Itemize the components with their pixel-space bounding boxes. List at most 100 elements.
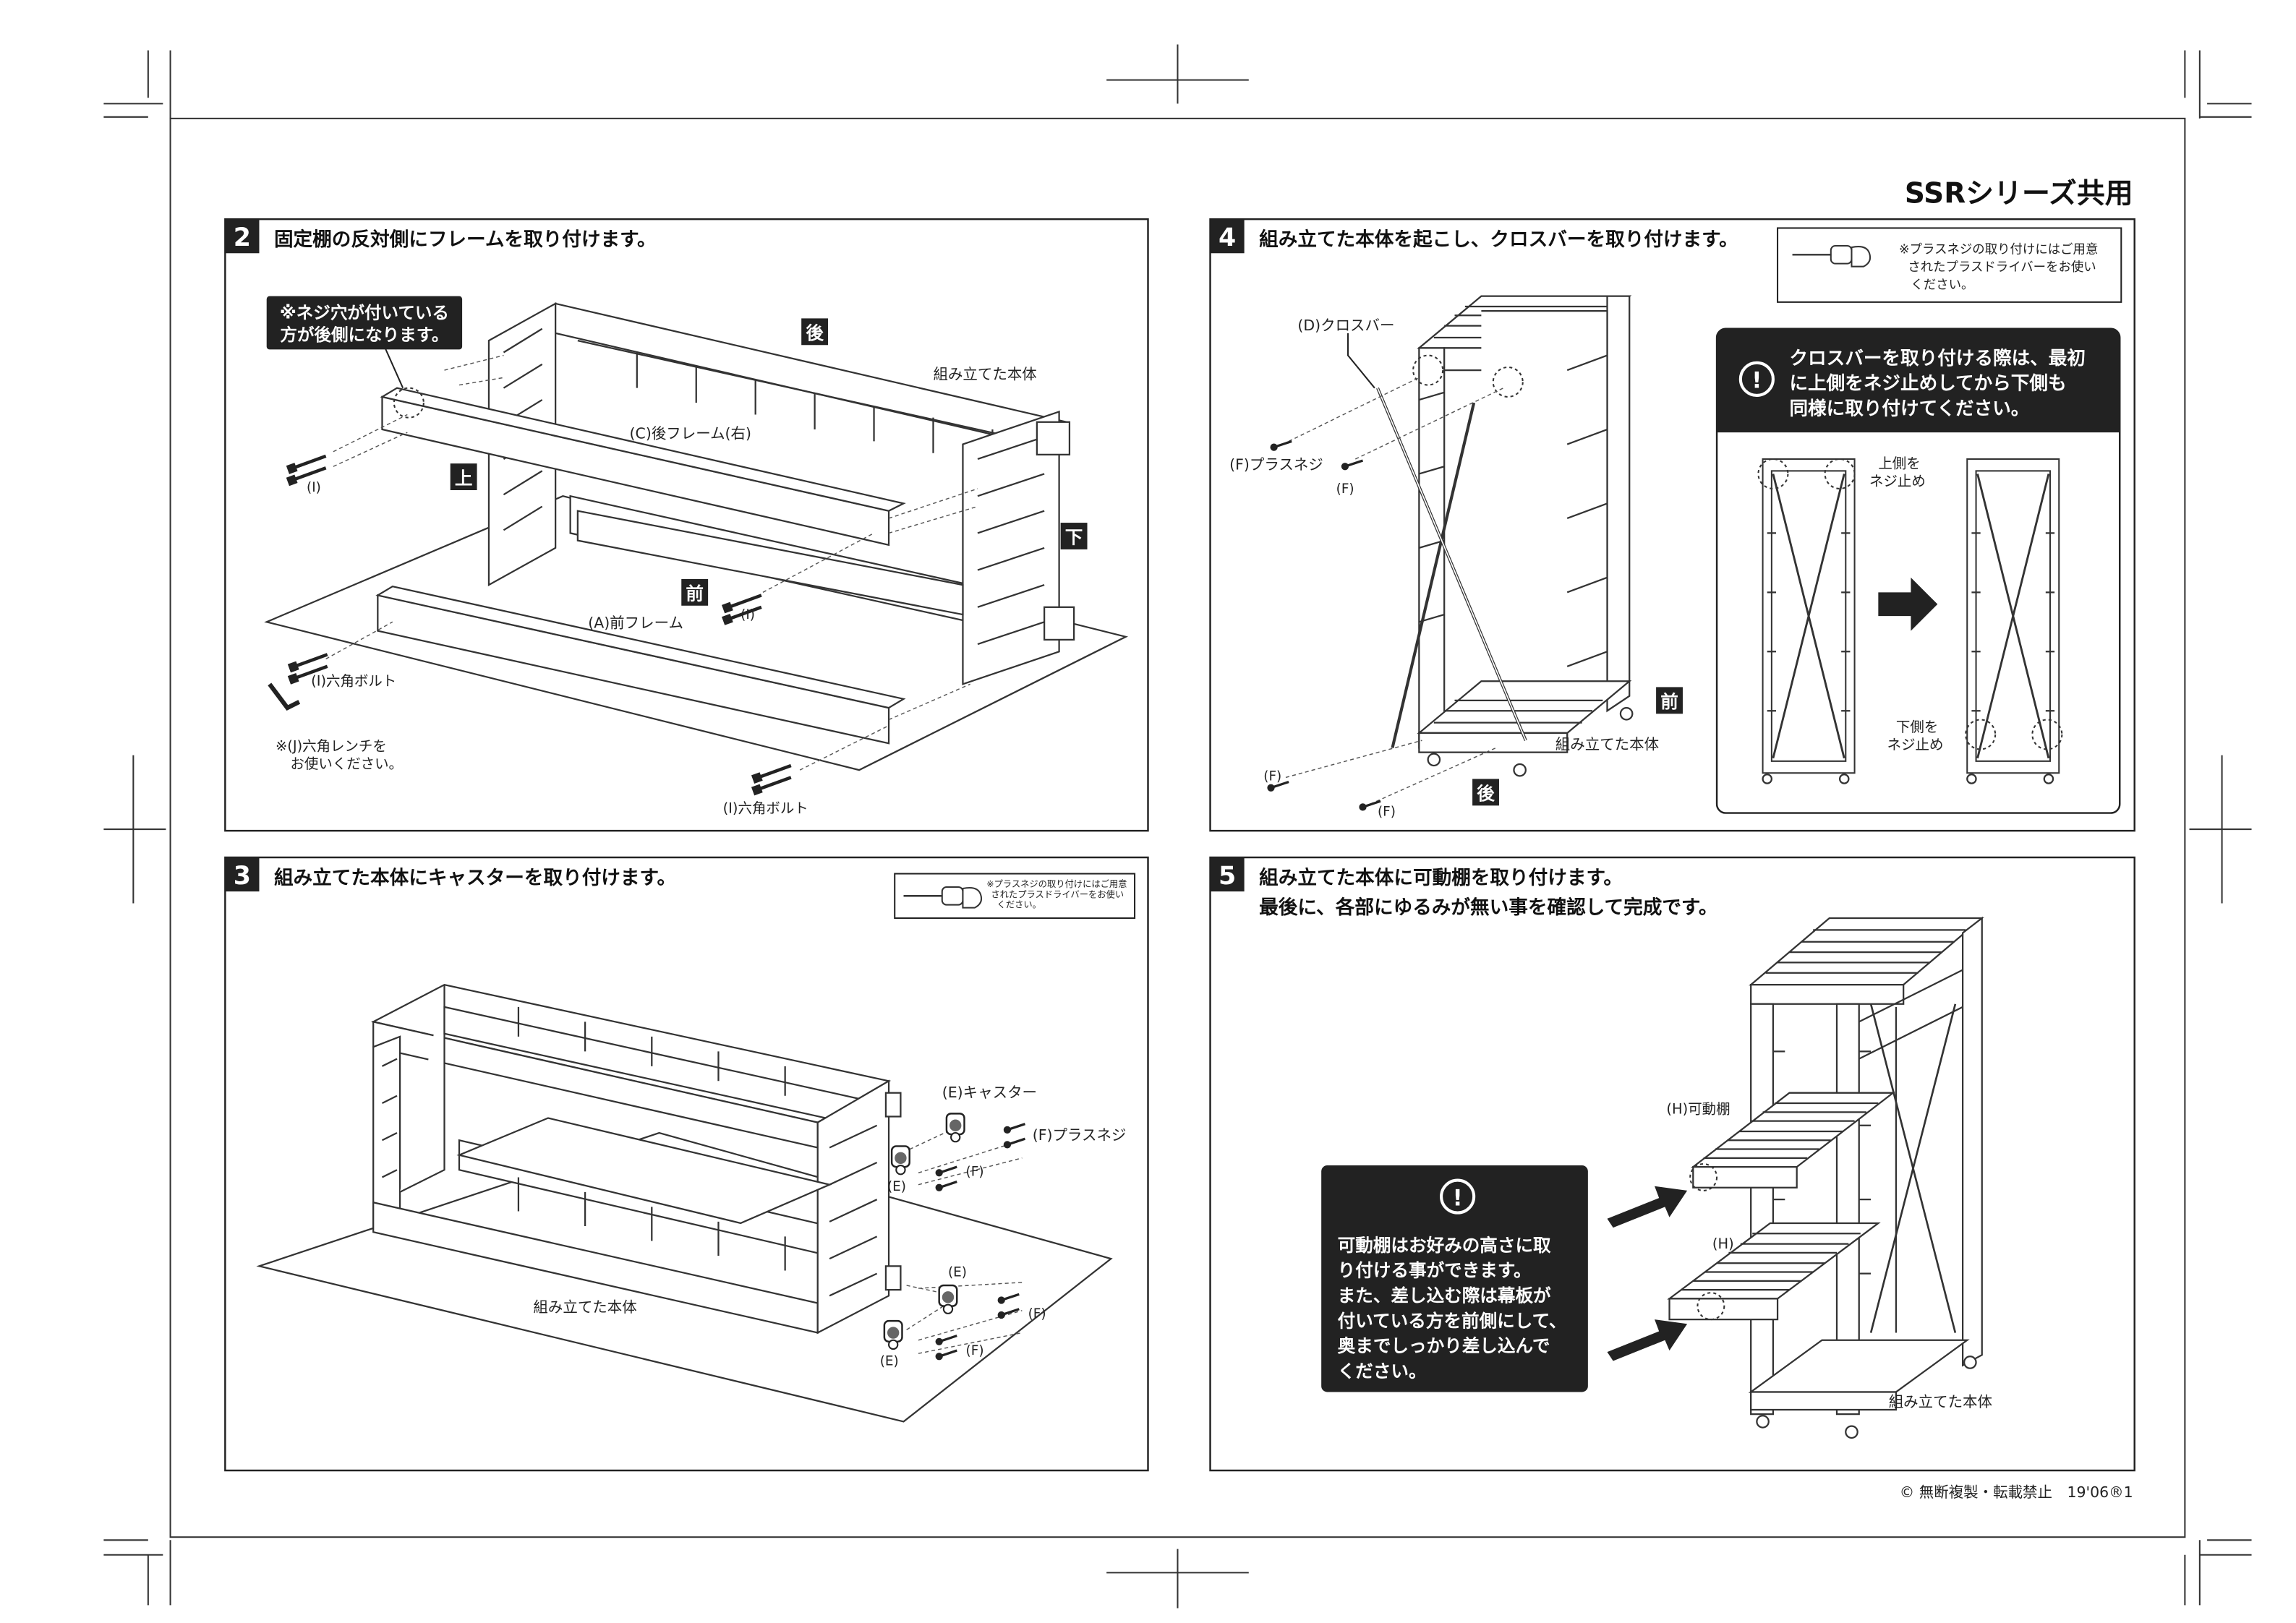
movable-shelf-upper xyxy=(1689,1092,1896,1191)
svg-text:(F): (F) xyxy=(1263,768,1281,784)
crossbar-warning-box: ! クロスバーを取り付ける際は、最初 に上側をネジ止めしてから下側も 同様に取り… xyxy=(1715,327,2121,814)
svg-text:(F): (F) xyxy=(966,1164,984,1179)
svg-text:可動棚はお好みの高さに取: 可動棚はお好みの高さに取 xyxy=(1338,1235,1551,1256)
svg-text:されたプラスドライバーをお使い: されたプラスドライバーをお使い xyxy=(991,888,1124,899)
label-front-frame: (A)前フレーム xyxy=(588,614,683,632)
assembled-body-lying xyxy=(370,983,902,1335)
step-4-title: 組み立てた本体を起こし、クロスバーを取り付けます。 xyxy=(1259,228,1738,251)
svg-text:に上側をネジ止めしてから下側も: に上側をネジ止めしてから下側も xyxy=(1789,373,2066,395)
step-2-number-box xyxy=(225,219,260,254)
label-assembled-body-5: 組み立てた本体 xyxy=(1889,1393,1992,1410)
badge-front-4 xyxy=(1656,687,1683,714)
step-3-title: 組み立てた本体にキャスターを取り付けます。 xyxy=(274,867,676,889)
step-3-number-box xyxy=(225,857,260,892)
hex-wrench-icon xyxy=(268,682,301,711)
label-crossbar: (D)クロスバー xyxy=(1297,317,1394,334)
svg-text:付いている方を前側にして、: 付いている方を前側にして、 xyxy=(1338,1310,1567,1331)
svg-text:ください。: ください。 xyxy=(997,900,1041,910)
copyright-note: © 無断複製・転載禁止 19'06®1 xyxy=(1900,1483,2133,1501)
label-lower-fix-1: 下側を xyxy=(1896,719,1938,735)
screw-hole-callout xyxy=(266,296,463,350)
step-5-panel: 5 組み立てた本体に可動棚を取り付けます。 最後に、各部にゆるみが無い事を確認し… xyxy=(1209,856,2135,1472)
svg-text:(F): (F) xyxy=(1378,805,1396,820)
svg-text:同様に取り付けてください。: 同様に取り付けてください。 xyxy=(1789,398,2029,420)
push-arrow-icon xyxy=(1607,1186,1688,1228)
sheet-border xyxy=(169,117,2186,1538)
svg-text:後: 後 xyxy=(806,322,824,343)
series-title: SSRシリーズ共用 xyxy=(1905,178,2133,210)
step-5-number-box xyxy=(1210,857,1245,892)
label-bolt-i-2: (I) xyxy=(741,607,755,622)
step-4-number: 4 xyxy=(1219,223,1236,252)
svg-text:ください。: ください。 xyxy=(1911,278,1973,292)
step-5-title-2: 最後に、各部にゆるみが無い事を確認して完成です。 xyxy=(1259,896,1717,919)
label-plus-screw-4: (F)プラスネジ xyxy=(1229,455,1323,473)
push-arrow-icon xyxy=(1607,1319,1688,1361)
upright-unit xyxy=(1412,295,1634,777)
badge-back xyxy=(801,318,829,346)
label-movable-shelf: (H)可動棚 xyxy=(1666,1100,1730,1117)
svg-text:前: 前 xyxy=(1660,691,1678,712)
warning-box-5: ! 可動棚はお好みの高さに取 り付ける事ができます。 また、差し込む際は幕板が … xyxy=(1321,1165,1588,1392)
label-hex-bolt-bottom: (I)六角ボルト xyxy=(723,800,808,817)
svg-text:(E): (E) xyxy=(948,1265,967,1280)
svg-text:下: 下 xyxy=(1065,527,1083,548)
badge-bottom xyxy=(1060,523,1088,549)
frame-right-side xyxy=(962,410,1075,685)
step-4-number-box xyxy=(1210,219,1245,254)
exclamation-icon xyxy=(1738,361,1775,397)
crop-marks xyxy=(103,44,2252,1609)
step-2-panel: 2 固定棚の反対側にフレームを取り付けます。 xyxy=(224,218,1149,832)
svg-text:後: 後 xyxy=(1477,783,1495,804)
svg-text:(F): (F) xyxy=(966,1343,984,1358)
label-caster: (E)キャスター xyxy=(942,1084,1037,1101)
svg-text:奥までしっかり差し込んで: 奥までしっかり差し込んで xyxy=(1338,1335,1550,1356)
floor-plane xyxy=(264,495,1129,771)
badge-top xyxy=(450,463,477,491)
diagram-after xyxy=(1965,458,2063,784)
svg-text:り付ける事ができます。: り付ける事ができます。 xyxy=(1338,1260,1532,1281)
svg-text:(F): (F) xyxy=(1336,481,1354,497)
svg-text:クロスバーを取り付ける際は、最初: クロスバーを取り付ける際は、最初 xyxy=(1789,348,2086,369)
step-2-number: 2 xyxy=(234,223,251,252)
label-hex-bolt-left: (I)六角ボルト xyxy=(311,672,396,689)
svg-text:(E): (E) xyxy=(880,1354,899,1369)
label-plus-screw: (F)プラスネジ xyxy=(1033,1126,1127,1144)
screwdriver-note: ※プラスネジの取り付けにはご用意 されたプラスドライバーをお使い ください。 xyxy=(894,873,1136,920)
label-lower-fix-2: ネジ止め xyxy=(1887,736,1944,753)
label-bolt-i: (I) xyxy=(307,480,321,495)
svg-text:!: ! xyxy=(1751,368,1762,394)
svg-text:(E): (E) xyxy=(887,1179,906,1194)
badge-front xyxy=(681,578,709,606)
step-5-title-1: 組み立てた本体に可動棚を取り付けます。 xyxy=(1259,867,1623,889)
label-upper-fix-2: ネジ止め xyxy=(1869,473,1926,489)
label-rear-frame: (C)後フレーム(右) xyxy=(630,424,751,442)
label-wrench-note-2: お使いください。 xyxy=(290,755,403,772)
svg-text:(F): (F) xyxy=(1028,1306,1046,1322)
callout-line-1: ※ネジ穴が付いている xyxy=(280,302,449,322)
movable-shelf-lower xyxy=(1667,1222,1881,1321)
svg-text:ください。: ください。 xyxy=(1338,1361,1427,1382)
svg-text:されたプラスドライバーをお使い: されたプラスドライバーをお使い xyxy=(1908,260,2096,275)
svg-text:前: 前 xyxy=(686,583,704,604)
svg-text:※プラスネジの取り付けにはご用意: ※プラスネジの取り付けにはご用意 xyxy=(1899,242,2098,257)
svg-text:!: ! xyxy=(1453,1185,1463,1211)
step-3-number: 3 xyxy=(234,862,251,891)
label-shelf-h: (H) xyxy=(1712,1236,1734,1252)
badge-back-4 xyxy=(1472,779,1499,806)
step-5-number: 5 xyxy=(1219,862,1236,891)
svg-text:※プラスネジの取り付けにはご用意: ※プラスネジの取り付けにはご用意 xyxy=(986,878,1127,889)
diagram-before xyxy=(1757,458,1856,784)
label-upper-fix-1: 上側を xyxy=(1878,455,1920,471)
callout-line-2: 方が後側になります。 xyxy=(280,325,448,345)
step-3-panel: 3 組み立てた本体にキャスターを取り付けます。 ※プラスネジの取り付けにはご用意… xyxy=(224,856,1149,1472)
exclamation-icon xyxy=(1440,1178,1476,1215)
svg-text:また、差し込む際は幕板が: また、差し込む際は幕板が xyxy=(1338,1285,1551,1306)
screwdriver-note-4: ※プラスネジの取り付けにはご用意 されたプラスドライバーをお使い ください。 xyxy=(1777,227,2122,303)
svg-text:上: 上 xyxy=(455,468,473,489)
label-assembled-body: 組み立てた本体 xyxy=(933,365,1036,382)
arrow-right-icon xyxy=(1878,577,1938,631)
label-assembled-body-3: 組み立てた本体 xyxy=(533,1298,636,1316)
label-wrench-note-1: ※(J)六角レンチを xyxy=(276,738,387,755)
